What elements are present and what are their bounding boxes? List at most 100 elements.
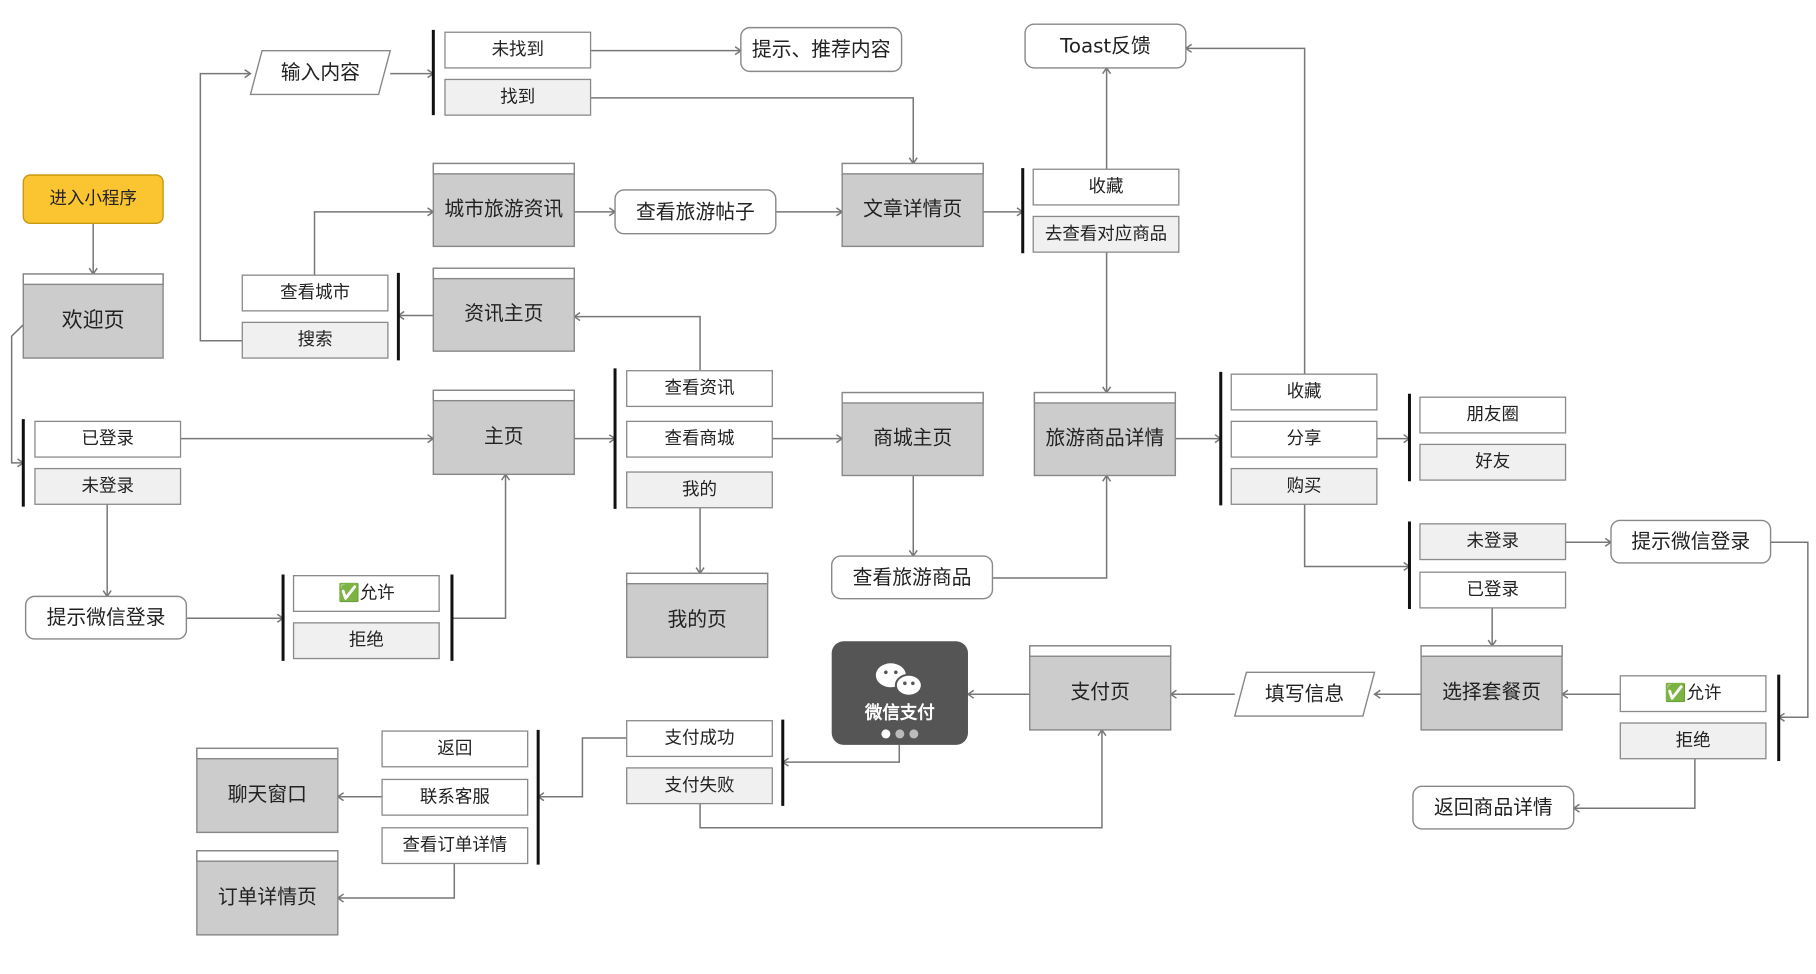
node-label: 支付成功 [665,729,735,749]
node-label: 选择套餐页 [1442,680,1541,703]
node-label: 返回商品详情 [1434,796,1553,819]
connector [10,324,24,464]
node-label: 分享 [1287,429,1322,449]
node-pay-fail: 支付失败 [626,767,773,805]
node-allow-right: ✅允许 [1619,675,1767,713]
node-label: 去查看对应商品 [1045,224,1167,244]
node-article-detail: 文章详情页 [841,162,984,248]
node-logged-in: 已登录 [34,420,182,458]
node-deny-left: 拒绝 [292,622,440,660]
node-mall-home: 商城主页 [841,391,984,477]
node-my-page: 我的页 [625,572,769,659]
node-toast-feedback: Toast反馈 [1024,23,1187,69]
node-label: 商城主页 [873,427,952,450]
node-label: 支付页 [1071,680,1130,703]
connector [992,475,1108,579]
node-label: 查看旅游帖子 [636,200,755,223]
node-welcome: 欢迎页 [22,273,164,359]
node-label: 搜索 [298,330,333,350]
connector [451,474,507,619]
node-city-travel-info: 城市旅游资讯 [432,162,575,248]
connector [574,315,701,371]
node-label: 未找到 [492,40,544,60]
node-view-city: 查看城市 [241,274,389,312]
node-search: 搜索 [241,321,389,359]
node-fill-info: 填写信息 [1233,671,1376,717]
node-go-view-product: 去查看对应商品 [1032,215,1180,253]
node-label: 文章详情页 [863,197,962,220]
node-favorite-article: 收藏 [1032,168,1180,206]
node-found: 找到 [444,78,592,116]
node-label: 已登录 [82,429,134,449]
node-moments: 朋友圈 [1419,396,1567,434]
node-buy: 购买 [1230,467,1378,505]
node-label: 我的页 [667,608,726,631]
node-label: 联系客服 [420,787,490,807]
node-label: 进入小程序 [50,189,137,209]
node-label: 主页 [484,425,524,448]
nodes: 进入小程序欢迎页已登录未登录提示微信登录✅允许拒绝输入内容未找到找到提示、推荐内… [21,23,1781,936]
node-label: 已登录 [1467,580,1519,600]
node-label: 提示微信登录 [47,606,166,629]
node-label: 旅游商品详情 [1045,427,1164,450]
node-friends: 好友 [1419,443,1567,481]
node-logged-in-right: 已登录 [1419,571,1567,609]
node-label: 查看旅游商品 [853,566,972,589]
node-label: 城市旅游资讯 [444,197,563,220]
connector [337,863,456,899]
node-return-product-detail: 返回商品详情 [1412,785,1575,830]
node-view-mall: 查看商城 [626,420,773,458]
node-label: 填写信息 [1265,683,1344,706]
node-home: 主页 [432,389,575,476]
node-label: 未登录 [1467,532,1519,552]
node-hint-recommend: 提示、推荐内容 [740,26,903,73]
node-label: 收藏 [1287,382,1322,402]
node-favorite-product: 收藏 [1230,373,1378,411]
node-label: 微信支付 [864,702,935,723]
node-info-home: 资讯主页 [432,267,575,352]
node-label: 订单详情页 [218,885,317,908]
connector [1770,541,1809,719]
node-label: ✅允许 [1665,683,1722,704]
node-payment-page: 支付页 [1029,645,1172,731]
arrow-head-icon [244,69,252,79]
node-label: 购买 [1287,476,1322,496]
node-label: 查看商城 [665,429,735,449]
connector [782,744,901,763]
node-view-travel-products: 查看旅游商品 [831,555,994,600]
node-view-info: 查看资讯 [626,370,773,408]
connector [199,72,251,342]
node-mine: 我的 [626,471,773,509]
connector [1185,47,1306,375]
node-label: 查看资讯 [665,379,735,399]
node-order-detail: 订单详情页 [196,850,339,936]
node-chat-window: 聊天窗口 [196,747,339,834]
node-back: 返回 [381,730,529,768]
node-label: 朋友圈 [1467,405,1519,425]
node-label: 收藏 [1089,177,1124,197]
node-label: Toast反馈 [1059,35,1151,58]
node-label: ✅允许 [338,582,395,603]
connector [538,737,627,798]
node-view-order-detail: 查看订单详情 [381,827,529,865]
node-choose-package: 选择套餐页 [1420,645,1563,731]
node-label: 返回 [437,739,472,759]
node-label: 好友 [1475,452,1510,472]
node-label: 支付失败 [665,776,735,796]
node-start: 进入小程序 [22,174,164,225]
node-not-found: 未找到 [444,31,592,69]
node-contact-service: 联系客服 [381,778,529,816]
node-label: 资讯主页 [464,302,543,325]
node-label: 查看订单详情 [402,836,507,856]
node-label: 未登录 [82,476,134,496]
node-pay-success: 支付成功 [626,720,773,758]
node-input-content: 输入内容 [249,49,392,96]
node-wechat-pay: 微信支付 [831,641,968,745]
page-dots [881,729,919,739]
node-label: 聊天窗口 [228,783,307,806]
node-not-logged-in-right: 未登录 [1419,523,1567,561]
node-prompt-wechat-login-right: 提示微信登录 [1610,519,1772,564]
node-label: 欢迎页 [62,308,125,332]
node-view-travel-posts: 查看旅游帖子 [614,189,777,235]
